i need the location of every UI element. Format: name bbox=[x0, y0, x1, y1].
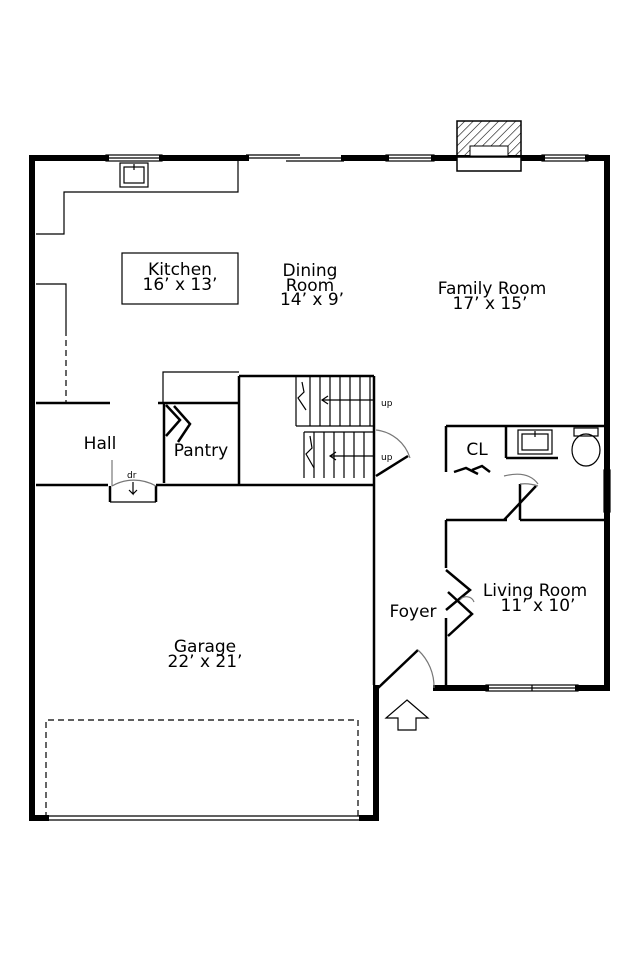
fireplace bbox=[456, 120, 522, 172]
dining-name-line1: Dining bbox=[283, 261, 338, 281]
interior-walls bbox=[36, 371, 607, 688]
dining-size: 14’ x 9’ bbox=[280, 290, 344, 310]
bathroom-fixtures bbox=[517, 427, 601, 467]
kitchen-name: Kitchen bbox=[148, 260, 212, 280]
windows bbox=[105, 154, 611, 692]
pantry-name: Pantry bbox=[174, 441, 228, 461]
staircase-lower bbox=[303, 431, 374, 478]
hall-name: Hall bbox=[84, 434, 117, 454]
family-room-name: Family Room bbox=[438, 279, 547, 299]
dryer-vent-arrow-icon bbox=[128, 482, 138, 496]
entry-arrow-icon bbox=[384, 699, 430, 731]
garage-size: 22’ x 21’ bbox=[168, 652, 243, 672]
dining-name-line2: Room bbox=[286, 276, 334, 296]
foyer-name: Foyer bbox=[389, 602, 436, 622]
staircase-upper bbox=[295, 376, 374, 427]
dryer-label: dr bbox=[127, 471, 137, 481]
family-room-size: 17’ x 15’ bbox=[453, 294, 528, 314]
exterior-walls bbox=[29, 155, 610, 821]
living-room-size: 11’ x 10’ bbox=[501, 596, 576, 616]
doors bbox=[108, 404, 539, 689]
sliding-door bbox=[246, 154, 344, 162]
kitchen-counters bbox=[36, 161, 239, 402]
closet-name: CL bbox=[466, 440, 488, 460]
stairs-up-label-lower: up bbox=[381, 453, 393, 463]
garage-name: Garage bbox=[174, 637, 236, 657]
living-room-name: Living Room bbox=[483, 581, 587, 601]
kitchen-island bbox=[121, 252, 239, 305]
garage-door-outline bbox=[45, 719, 359, 818]
stairs-up-label-upper: up bbox=[381, 399, 393, 409]
kitchen-size: 16’ x 13’ bbox=[143, 275, 218, 295]
